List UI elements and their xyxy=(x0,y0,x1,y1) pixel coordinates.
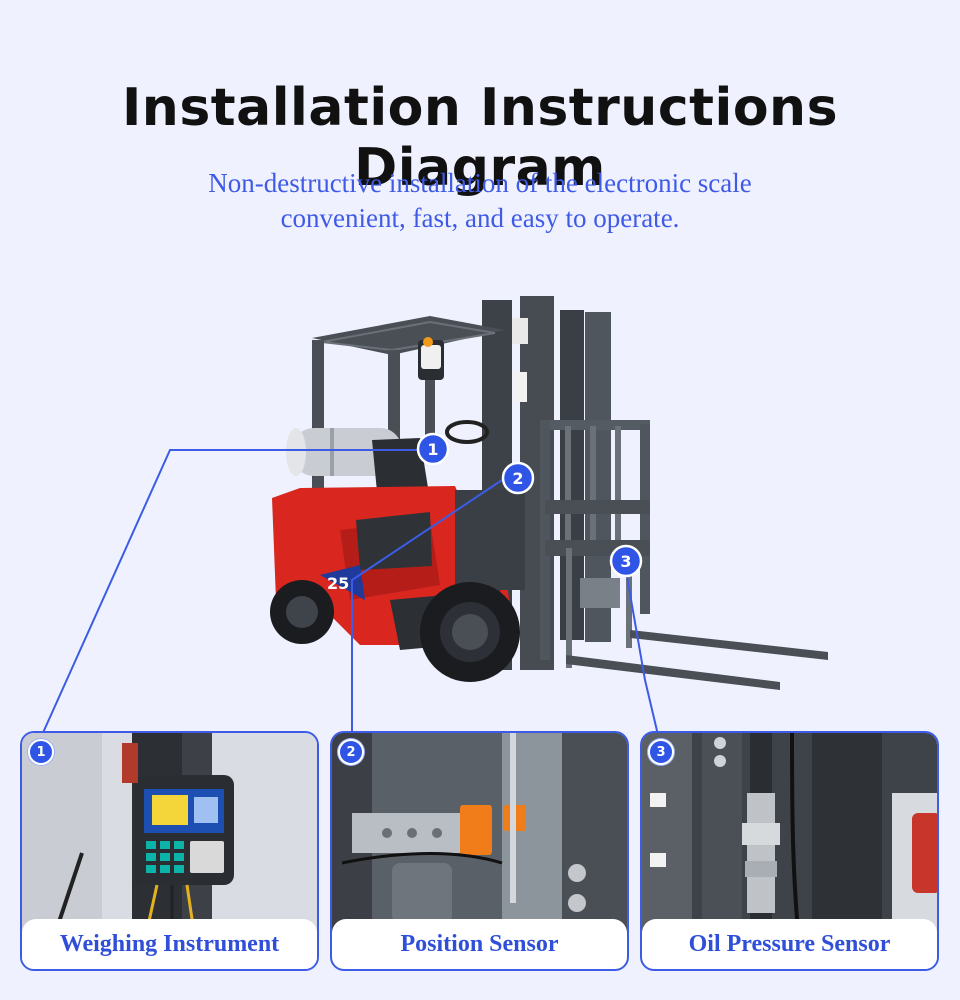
subtitle-line-1: Non-destructive installation of the elec… xyxy=(208,168,752,198)
svg-text:1: 1 xyxy=(427,440,438,459)
marker-1: 1 xyxy=(416,432,450,466)
subtitle: Non-destructive installation of the elec… xyxy=(0,166,960,236)
card-oil-pressure-sensor: 3 Oil Pressure Sensor xyxy=(640,731,939,971)
marker-2: 2 xyxy=(501,461,535,495)
card-label-weighing-instrument: Weighing Instrument xyxy=(22,919,317,969)
callout-line-1 xyxy=(41,449,420,736)
card-badge-1: 1 xyxy=(28,739,54,765)
position-sensor-photo xyxy=(332,733,627,969)
callout-line-2 xyxy=(351,477,506,735)
card-badge-3: 3 xyxy=(648,739,674,765)
card-weighing-instrument: 1 Weighing Instrument xyxy=(20,731,319,971)
callout-lines xyxy=(41,449,659,736)
callout-line-3 xyxy=(624,564,659,736)
card-position-sensor: 2 Position Sensor xyxy=(330,731,629,971)
page-title: Installation Instructions Diagram xyxy=(121,78,839,198)
card-label-position-sensor: Position Sensor xyxy=(332,919,627,969)
forklift-illustration: 25 xyxy=(270,296,828,690)
svg-text:2: 2 xyxy=(512,469,523,488)
marker-3: 3 xyxy=(609,544,643,578)
svg-text:3: 3 xyxy=(620,552,631,571)
model-badge-text: 25 xyxy=(327,574,349,593)
card-label-oil-pressure-sensor: Oil Pressure Sensor xyxy=(642,919,937,969)
card-badge-2: 2 xyxy=(338,739,364,765)
subtitle-line-2: convenient, fast, and easy to operate. xyxy=(280,203,680,233)
